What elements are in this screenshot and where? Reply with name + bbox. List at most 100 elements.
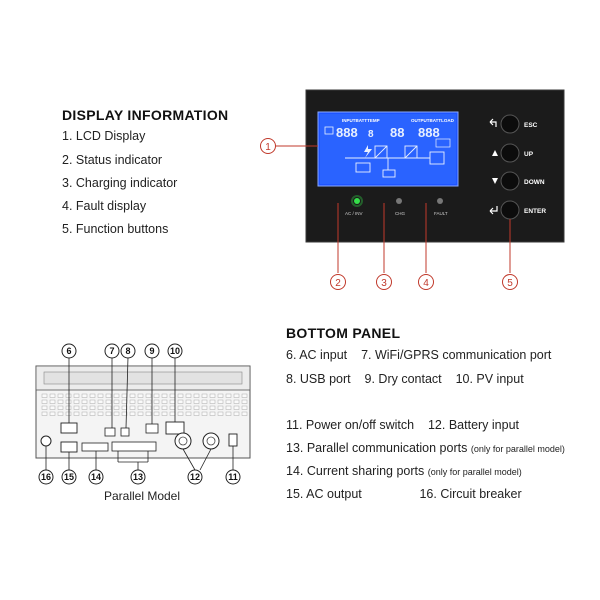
vent-slot — [97, 393, 104, 398]
button-up-label: UP — [524, 151, 534, 158]
battery-input-pos — [174, 432, 192, 450]
bottom-panel-item: 15. AC output — [286, 487, 362, 501]
callout-10-label: 10 — [170, 346, 180, 356]
vent-slot — [225, 393, 232, 398]
callout-3: 3 — [376, 274, 392, 290]
callout-6-circle — [61, 343, 77, 359]
button-up: UP — [492, 143, 534, 163]
vent-slot — [49, 405, 56, 410]
vent-slot — [185, 405, 192, 410]
vent-slot — [89, 393, 96, 398]
vent-slot — [113, 393, 120, 398]
display-info-title: DISPLAY INFORMATION — [62, 107, 229, 123]
bottom-panel-item: 12. Battery input — [427, 418, 520, 432]
callout-11-label: 11 — [228, 472, 238, 482]
dry-contact-port — [145, 423, 159, 434]
triangle-up-icon — [492, 150, 498, 156]
callout-7-circle — [104, 343, 120, 359]
usb-port — [120, 427, 130, 437]
led-label-chg: CHG — [395, 211, 405, 216]
vent-grid — [41, 393, 248, 416]
vent-slot — [209, 399, 216, 404]
battery-input-neg — [202, 432, 220, 450]
vent-slot — [201, 393, 208, 398]
callout-15-circle — [61, 469, 77, 485]
vent-slot — [193, 393, 200, 398]
vent-slot — [89, 399, 96, 404]
callout-16-label: 16 — [41, 472, 51, 482]
vent-slot — [209, 411, 216, 416]
parallel-model-caption: Parallel Model — [104, 489, 180, 503]
vent-slot — [129, 405, 136, 410]
callout-6-label: 6 — [66, 346, 71, 356]
lcd-bolt — [364, 145, 372, 158]
button-esc: ESC — [489, 114, 538, 134]
vent-slot — [233, 399, 240, 404]
led-label-ac-inv: AC / INV — [345, 211, 363, 216]
vent-slot — [169, 393, 176, 398]
callout-8-circle — [120, 343, 136, 359]
vent-slot — [153, 405, 160, 410]
current-sharing-ports — [81, 442, 109, 452]
vent-slot — [193, 411, 200, 416]
bottom-panel-item: 8. USB port — [286, 372, 351, 386]
vent-slot — [225, 399, 232, 404]
vent-slot — [145, 393, 152, 398]
vent-slot — [105, 411, 112, 416]
vent-slot — [65, 393, 72, 398]
vent-slot — [217, 399, 224, 404]
vent-slot — [105, 405, 112, 410]
vent-slot — [153, 393, 160, 398]
vent-slot — [185, 393, 192, 398]
button-esc-label: ESC — [524, 122, 538, 129]
bottom-panel-item: 7. WiFi/GPRS communication port — [361, 348, 552, 362]
circuit-breaker — [40, 435, 52, 447]
svg-text:5: 5 — [507, 278, 513, 289]
ac-input-port — [60, 422, 78, 434]
vent-slot — [41, 405, 48, 410]
vent-slot — [233, 405, 240, 410]
display-info-item: 5. Function buttons — [62, 222, 169, 236]
vent-slot — [217, 393, 224, 398]
vent-slot — [89, 411, 96, 416]
vent-slot — [177, 411, 184, 416]
vent-slot — [177, 405, 184, 410]
vent-slot — [177, 393, 184, 398]
bottom-panel-row: 8. USB port 9. Dry contact 10. PV input — [286, 372, 524, 386]
vent-slot — [65, 405, 72, 410]
display-info-item: 4. Fault display — [62, 199, 147, 213]
callout-9-label: 9 — [149, 346, 154, 356]
bottom-panel-row: 15. AC output 16. Circuit breaker — [286, 487, 522, 501]
display-info-item: 1. LCD Display — [62, 129, 146, 143]
callout-7-label: 7 — [109, 346, 114, 356]
bottom-panel-row: 6. AC input 7. WiFi/GPRS communication p… — [286, 348, 551, 362]
vent-slot — [153, 399, 160, 404]
vent-slot — [129, 393, 136, 398]
vent-slot — [65, 399, 72, 404]
bottom-panel-item: 16. Circuit breaker — [419, 487, 522, 501]
vent-slot — [57, 411, 64, 416]
vent-slot — [241, 411, 248, 416]
vent-slot — [113, 399, 120, 404]
vent-slot — [145, 405, 152, 410]
vent-slot — [49, 411, 56, 416]
vent-slot — [129, 399, 136, 404]
triangle-down-icon — [492, 178, 498, 184]
charging-led — [396, 198, 402, 204]
callout-10-circle — [167, 343, 183, 359]
svg-text:2: 2 — [335, 278, 341, 289]
bottom-panel-row: 11. Power on/off switch 12. Battery inpu… — [286, 418, 519, 432]
vent-slot — [97, 411, 104, 416]
return-arrow-icon — [489, 118, 497, 127]
vent-slot — [113, 405, 120, 410]
vent-slot — [161, 411, 168, 416]
callout-5: 5 — [502, 274, 518, 290]
vent-slot — [73, 405, 80, 410]
power-switch — [228, 433, 238, 447]
vent-slot — [113, 411, 120, 416]
vent-slot — [241, 405, 248, 410]
svg-text:3: 3 — [381, 278, 387, 289]
lcd-small-box — [435, 138, 451, 148]
vent-slot — [145, 411, 152, 416]
vent-slot — [241, 393, 248, 398]
